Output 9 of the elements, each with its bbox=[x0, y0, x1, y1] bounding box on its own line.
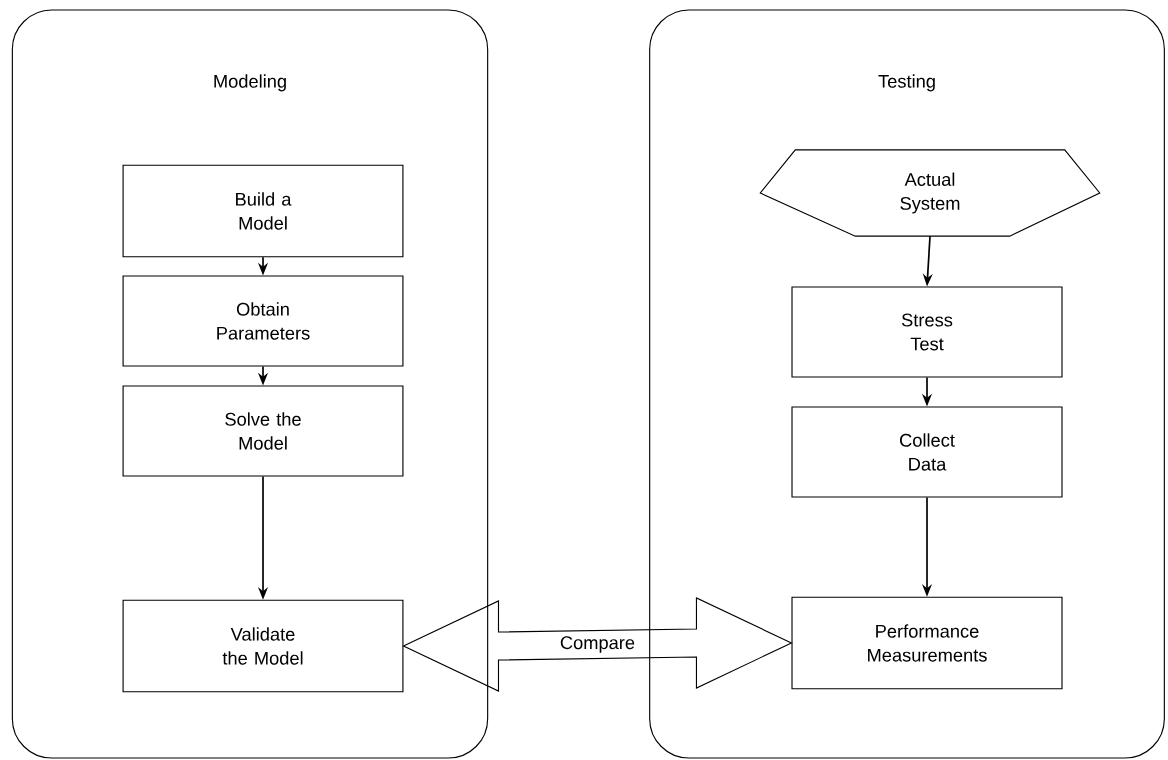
process-box: Collect Data bbox=[791, 406, 1063, 498]
block-arrow bbox=[402, 597, 793, 692]
process-box: Solve the Model bbox=[122, 385, 404, 477]
process-box: Validate the Model bbox=[122, 599, 404, 693]
process-box: Stress Test bbox=[791, 286, 1063, 378]
process-box: Build a Model bbox=[122, 164, 404, 258]
process-box: Performance Measurements bbox=[791, 596, 1063, 690]
process-box: Obtain Parameters bbox=[122, 275, 404, 367]
edge-label: Compare bbox=[558, 634, 637, 655]
